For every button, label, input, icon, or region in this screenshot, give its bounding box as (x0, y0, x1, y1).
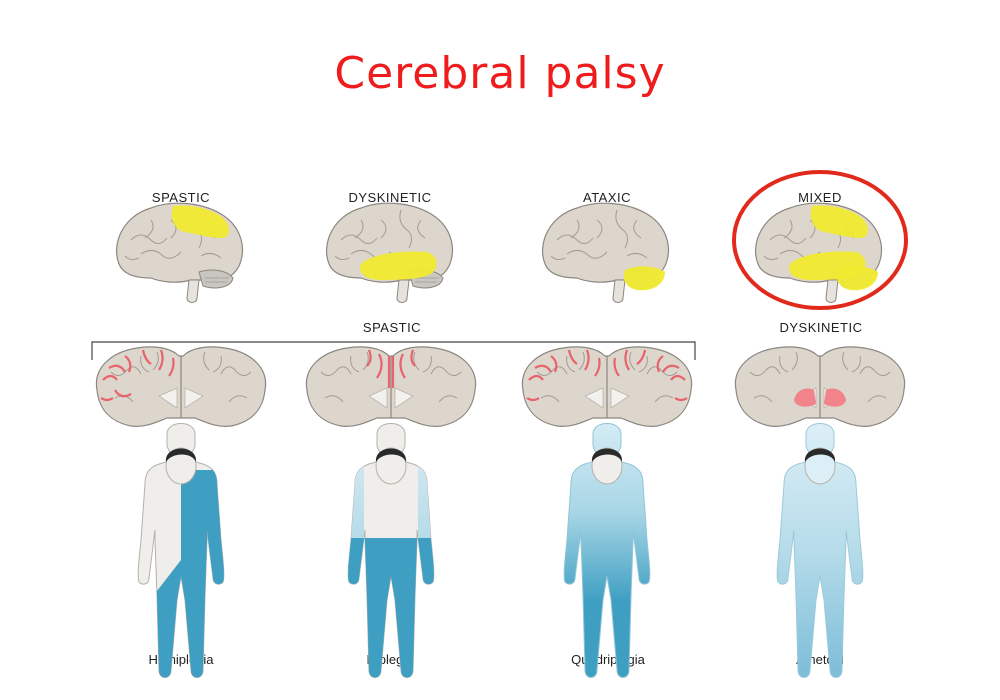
group-label-dyskinetic: DYSKINETIC (779, 320, 863, 335)
type-label-mixed: MIXED (798, 190, 842, 205)
brain-mixed (754, 202, 883, 304)
body-diplegia (347, 423, 435, 678)
coronal-brain-diplegia (305, 346, 477, 427)
coronal-brain-quadriplegia (521, 346, 693, 427)
spastic-bracket (91, 341, 696, 360)
coronal-brain-hemiplegia (95, 346, 267, 427)
brain-ataxic (541, 202, 670, 304)
brain-spastic (115, 202, 244, 304)
type-label-spastic: SPASTIC (151, 190, 211, 205)
coronal-brain-athetoid (734, 346, 906, 427)
mixed-highlight-circle (732, 170, 908, 310)
body-athetoid (776, 423, 864, 678)
body-quadriplegia (563, 423, 651, 678)
brain-dyskinetic (325, 202, 454, 304)
page-title: Cerebral palsy (334, 48, 666, 99)
group-label-spastic: SPASTIC (362, 320, 422, 335)
type-label-ataxic: ATAXIC (582, 190, 632, 205)
type-label-dyskinetic: DYSKINETIC (348, 190, 432, 205)
body-hemiplegia (137, 423, 225, 678)
